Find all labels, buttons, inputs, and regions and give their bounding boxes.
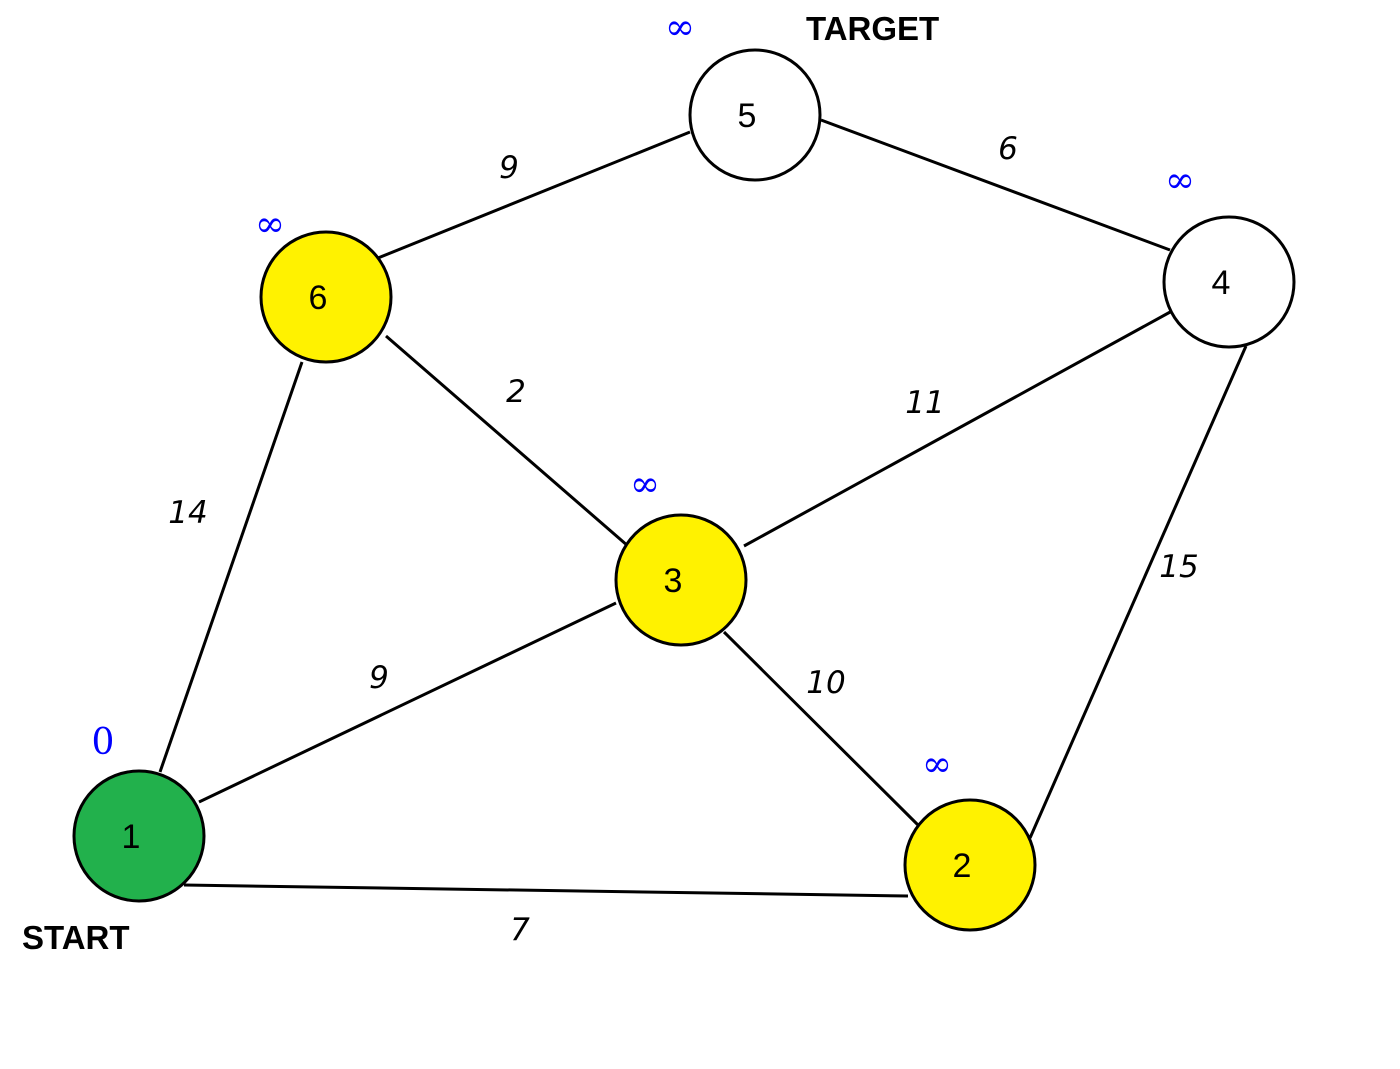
node-label: 6	[309, 279, 328, 317]
node-6: 6	[259, 230, 393, 364]
edges-layer	[158, 118, 1248, 898]
node-circle	[688, 48, 822, 182]
edge-weight-1-2: 7	[510, 912, 530, 948]
edge-weight-1-3: 9	[369, 660, 389, 696]
edge-weight-1-6: 14	[168, 495, 207, 531]
node-circle	[614, 513, 748, 647]
edge-weight-4-2: 15	[1159, 549, 1198, 585]
node-label: 3	[664, 562, 683, 600]
target-label: TARGET	[806, 10, 939, 47]
edge-3-4	[743, 309, 1173, 548]
node-5: 5	[688, 48, 822, 182]
node-label: 4	[1212, 264, 1231, 302]
edge-weight-6-5: 9	[499, 150, 519, 186]
edge-5-4	[820, 118, 1171, 252]
edge-weights-layer: 14 9 7 9 2 6 11 10 15	[168, 131, 1198, 948]
edge-3-2	[722, 630, 921, 828]
start-label: START	[22, 919, 130, 956]
node-circle	[903, 798, 1037, 932]
edge-1-6	[158, 361, 304, 773]
node-1: 1	[72, 769, 206, 903]
node-distance-6: ∞	[255, 204, 285, 245]
node-label: 2	[953, 847, 972, 885]
node-2: 2	[903, 798, 1037, 932]
edge-weight-3-4: 11	[905, 385, 944, 421]
node-distance-3: ∞	[630, 464, 660, 505]
edge-4-2	[1028, 345, 1248, 839]
node-3: 3	[614, 513, 748, 647]
nodes-layer: 1 2 3 4 5 6	[72, 48, 1296, 932]
edge-1-3	[198, 601, 617, 804]
node-label: 5	[738, 97, 757, 135]
node-circle	[72, 769, 206, 903]
node-distance-1: 0	[92, 722, 115, 763]
node-distance-2: ∞	[922, 744, 952, 785]
node-4: 4	[1162, 215, 1296, 349]
node-label: 1	[122, 818, 141, 856]
node-circle	[1162, 215, 1296, 349]
edge-1-2	[183, 883, 909, 898]
node-circle	[259, 230, 393, 364]
node-distance-5: ∞	[665, 7, 695, 48]
node-distance-4: ∞	[1165, 160, 1195, 201]
edge-6-5	[377, 130, 691, 260]
edge-weight-6-3: 2	[506, 374, 526, 410]
edge-weight-5-4: 6	[998, 131, 1018, 167]
edge-weight-3-2: 10	[806, 665, 845, 701]
edge-6-3	[385, 334, 629, 548]
